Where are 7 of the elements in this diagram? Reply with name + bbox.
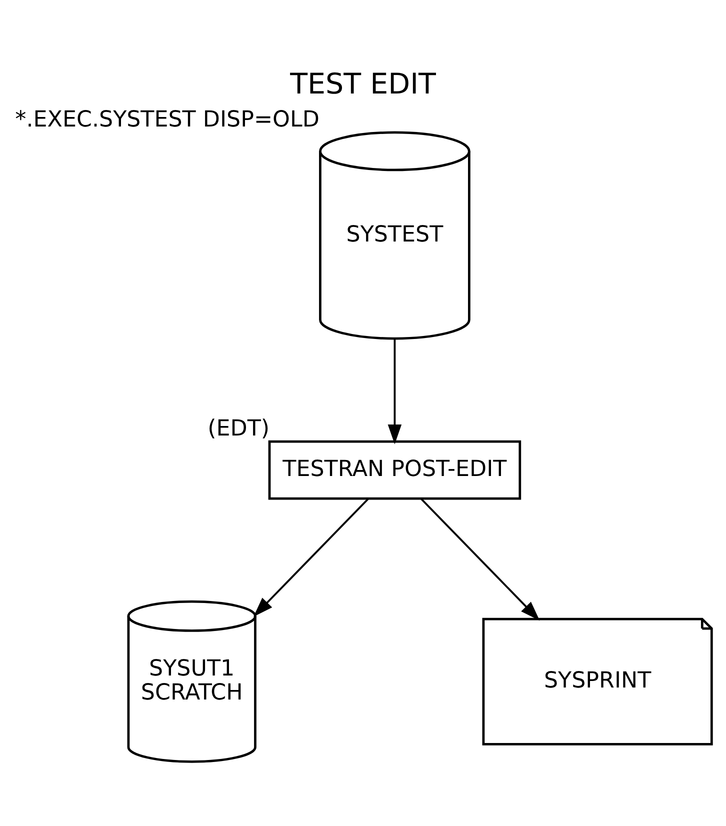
arrow xyxy=(420,498,540,621)
arrow xyxy=(388,338,402,444)
node-label: (EDT) xyxy=(208,416,270,442)
arrow xyxy=(253,498,369,617)
node-box: TESTRAN POST-EDIT xyxy=(268,440,522,500)
diagram-title: TEST EDIT xyxy=(290,68,436,100)
node-label: *.EXEC.SYSTEST DISP=OLD xyxy=(15,106,320,132)
